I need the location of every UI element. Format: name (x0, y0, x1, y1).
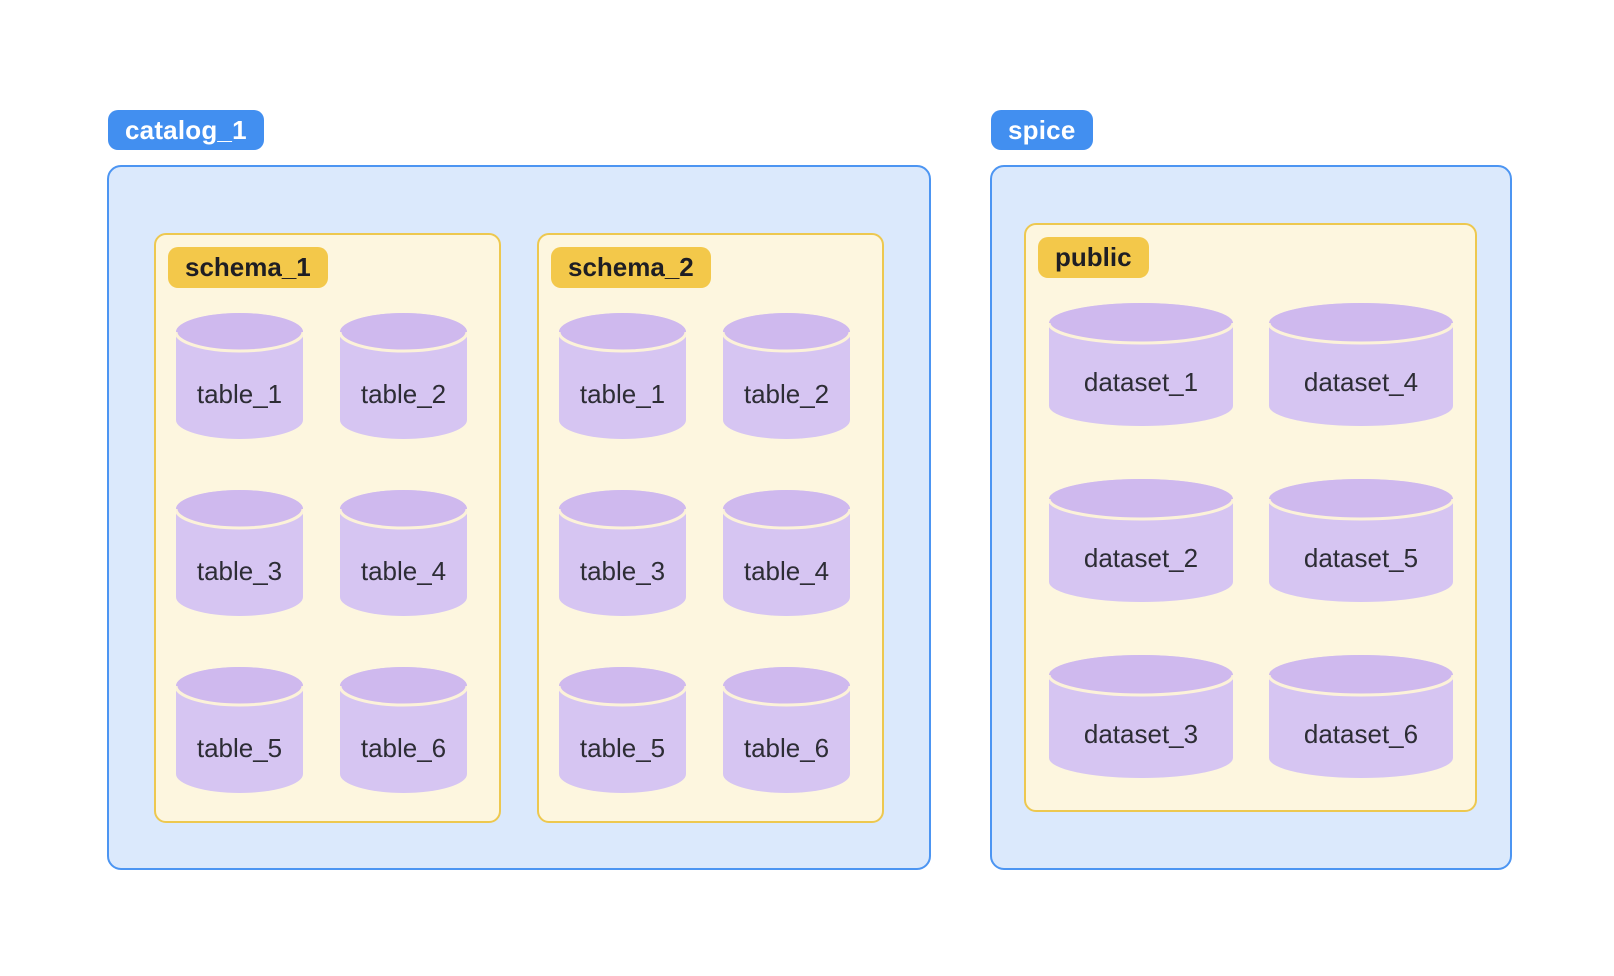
spice-container: public dataset_1 (990, 165, 1512, 870)
table-label: table_3 (196, 556, 283, 587)
database-cylinder-icon (176, 313, 303, 439)
table-label: table_5 (579, 733, 666, 764)
schema-2-box: schema_2 table_1 (537, 233, 884, 823)
dataset-label: dataset_1 (1083, 367, 1199, 398)
database-cylinder-icon (559, 313, 686, 439)
schema-2-badge-label: schema_2 (568, 252, 694, 282)
database-cylinder-icon (559, 667, 686, 793)
database-cylinder-icon (1049, 479, 1233, 602)
table-cylinder: table_3 (559, 490, 686, 616)
table-cylinder: table_1 (176, 313, 303, 439)
database-cylinder-icon (176, 667, 303, 793)
database-cylinder-icon (723, 490, 850, 616)
schema-2-badge: schema_2 (551, 247, 711, 288)
table-cylinder: table_2 (723, 313, 850, 439)
schema-2-table-grid: table_1 table_2 table_ (559, 313, 850, 793)
database-cylinder-icon (723, 667, 850, 793)
public-badge-label: public (1055, 242, 1132, 272)
table-cylinder: table_2 (340, 313, 467, 439)
table-cylinder: table_5 (559, 667, 686, 793)
table-cylinder: table_1 (559, 313, 686, 439)
public-badge: public (1038, 237, 1149, 278)
table-label: table_2 (360, 379, 447, 410)
dataset-cylinder: dataset_6 (1269, 655, 1453, 778)
table-cylinder: table_6 (723, 667, 850, 793)
database-cylinder-icon (176, 490, 303, 616)
table-label: table_3 (579, 556, 666, 587)
catalog-1-container: schema_1 table_1 (107, 165, 931, 870)
database-cylinder-icon (723, 313, 850, 439)
dataset-label: dataset_3 (1083, 719, 1199, 750)
table-label: table_4 (743, 556, 830, 587)
spice-badge-label: spice (1008, 114, 1076, 145)
dataset-label: dataset_6 (1303, 719, 1419, 750)
table-label: table_1 (196, 379, 283, 410)
schema-1-badge-label: schema_1 (185, 252, 311, 282)
dataset-cylinder: dataset_1 (1049, 303, 1233, 426)
spice-badge: spice (991, 110, 1093, 150)
database-cylinder-icon (1269, 303, 1453, 426)
dataset-label: dataset_4 (1303, 367, 1419, 398)
table-cylinder: table_4 (340, 490, 467, 616)
table-label: table_4 (360, 556, 447, 587)
dataset-cylinder: dataset_5 (1269, 479, 1453, 602)
table-cylinder: table_3 (176, 490, 303, 616)
table-label: table_5 (196, 733, 283, 764)
table-cylinder: table_6 (340, 667, 467, 793)
dataset-cylinder: dataset_2 (1049, 479, 1233, 602)
table-label: table_6 (743, 733, 830, 764)
database-cylinder-icon (1049, 303, 1233, 426)
public-dataset-grid: dataset_1 dataset_4 da (1049, 303, 1453, 778)
public-box: public dataset_1 (1024, 223, 1477, 812)
database-cylinder-icon (340, 667, 467, 793)
table-label: table_1 (579, 379, 666, 410)
catalog-1-badge-label: catalog_1 (125, 114, 247, 145)
catalog-1-badge: catalog_1 (108, 110, 264, 150)
schema-1-badge: schema_1 (168, 247, 328, 288)
dataset-label: dataset_5 (1303, 543, 1419, 574)
database-cylinder-icon (1269, 479, 1453, 602)
database-cylinder-icon (559, 490, 686, 616)
table-cylinder: table_4 (723, 490, 850, 616)
table-cylinder: table_5 (176, 667, 303, 793)
database-cylinder-icon (340, 490, 467, 616)
schema-1-table-grid: table_1 table_2 table_ (176, 313, 467, 793)
database-cylinder-icon (1049, 655, 1233, 778)
database-cylinder-icon (1269, 655, 1453, 778)
table-label: table_2 (743, 379, 830, 410)
dataset-label: dataset_2 (1083, 543, 1199, 574)
table-label: table_6 (360, 733, 447, 764)
dataset-cylinder: dataset_4 (1269, 303, 1453, 426)
schema-1-box: schema_1 table_1 (154, 233, 501, 823)
database-cylinder-icon (340, 313, 467, 439)
dataset-cylinder: dataset_3 (1049, 655, 1233, 778)
